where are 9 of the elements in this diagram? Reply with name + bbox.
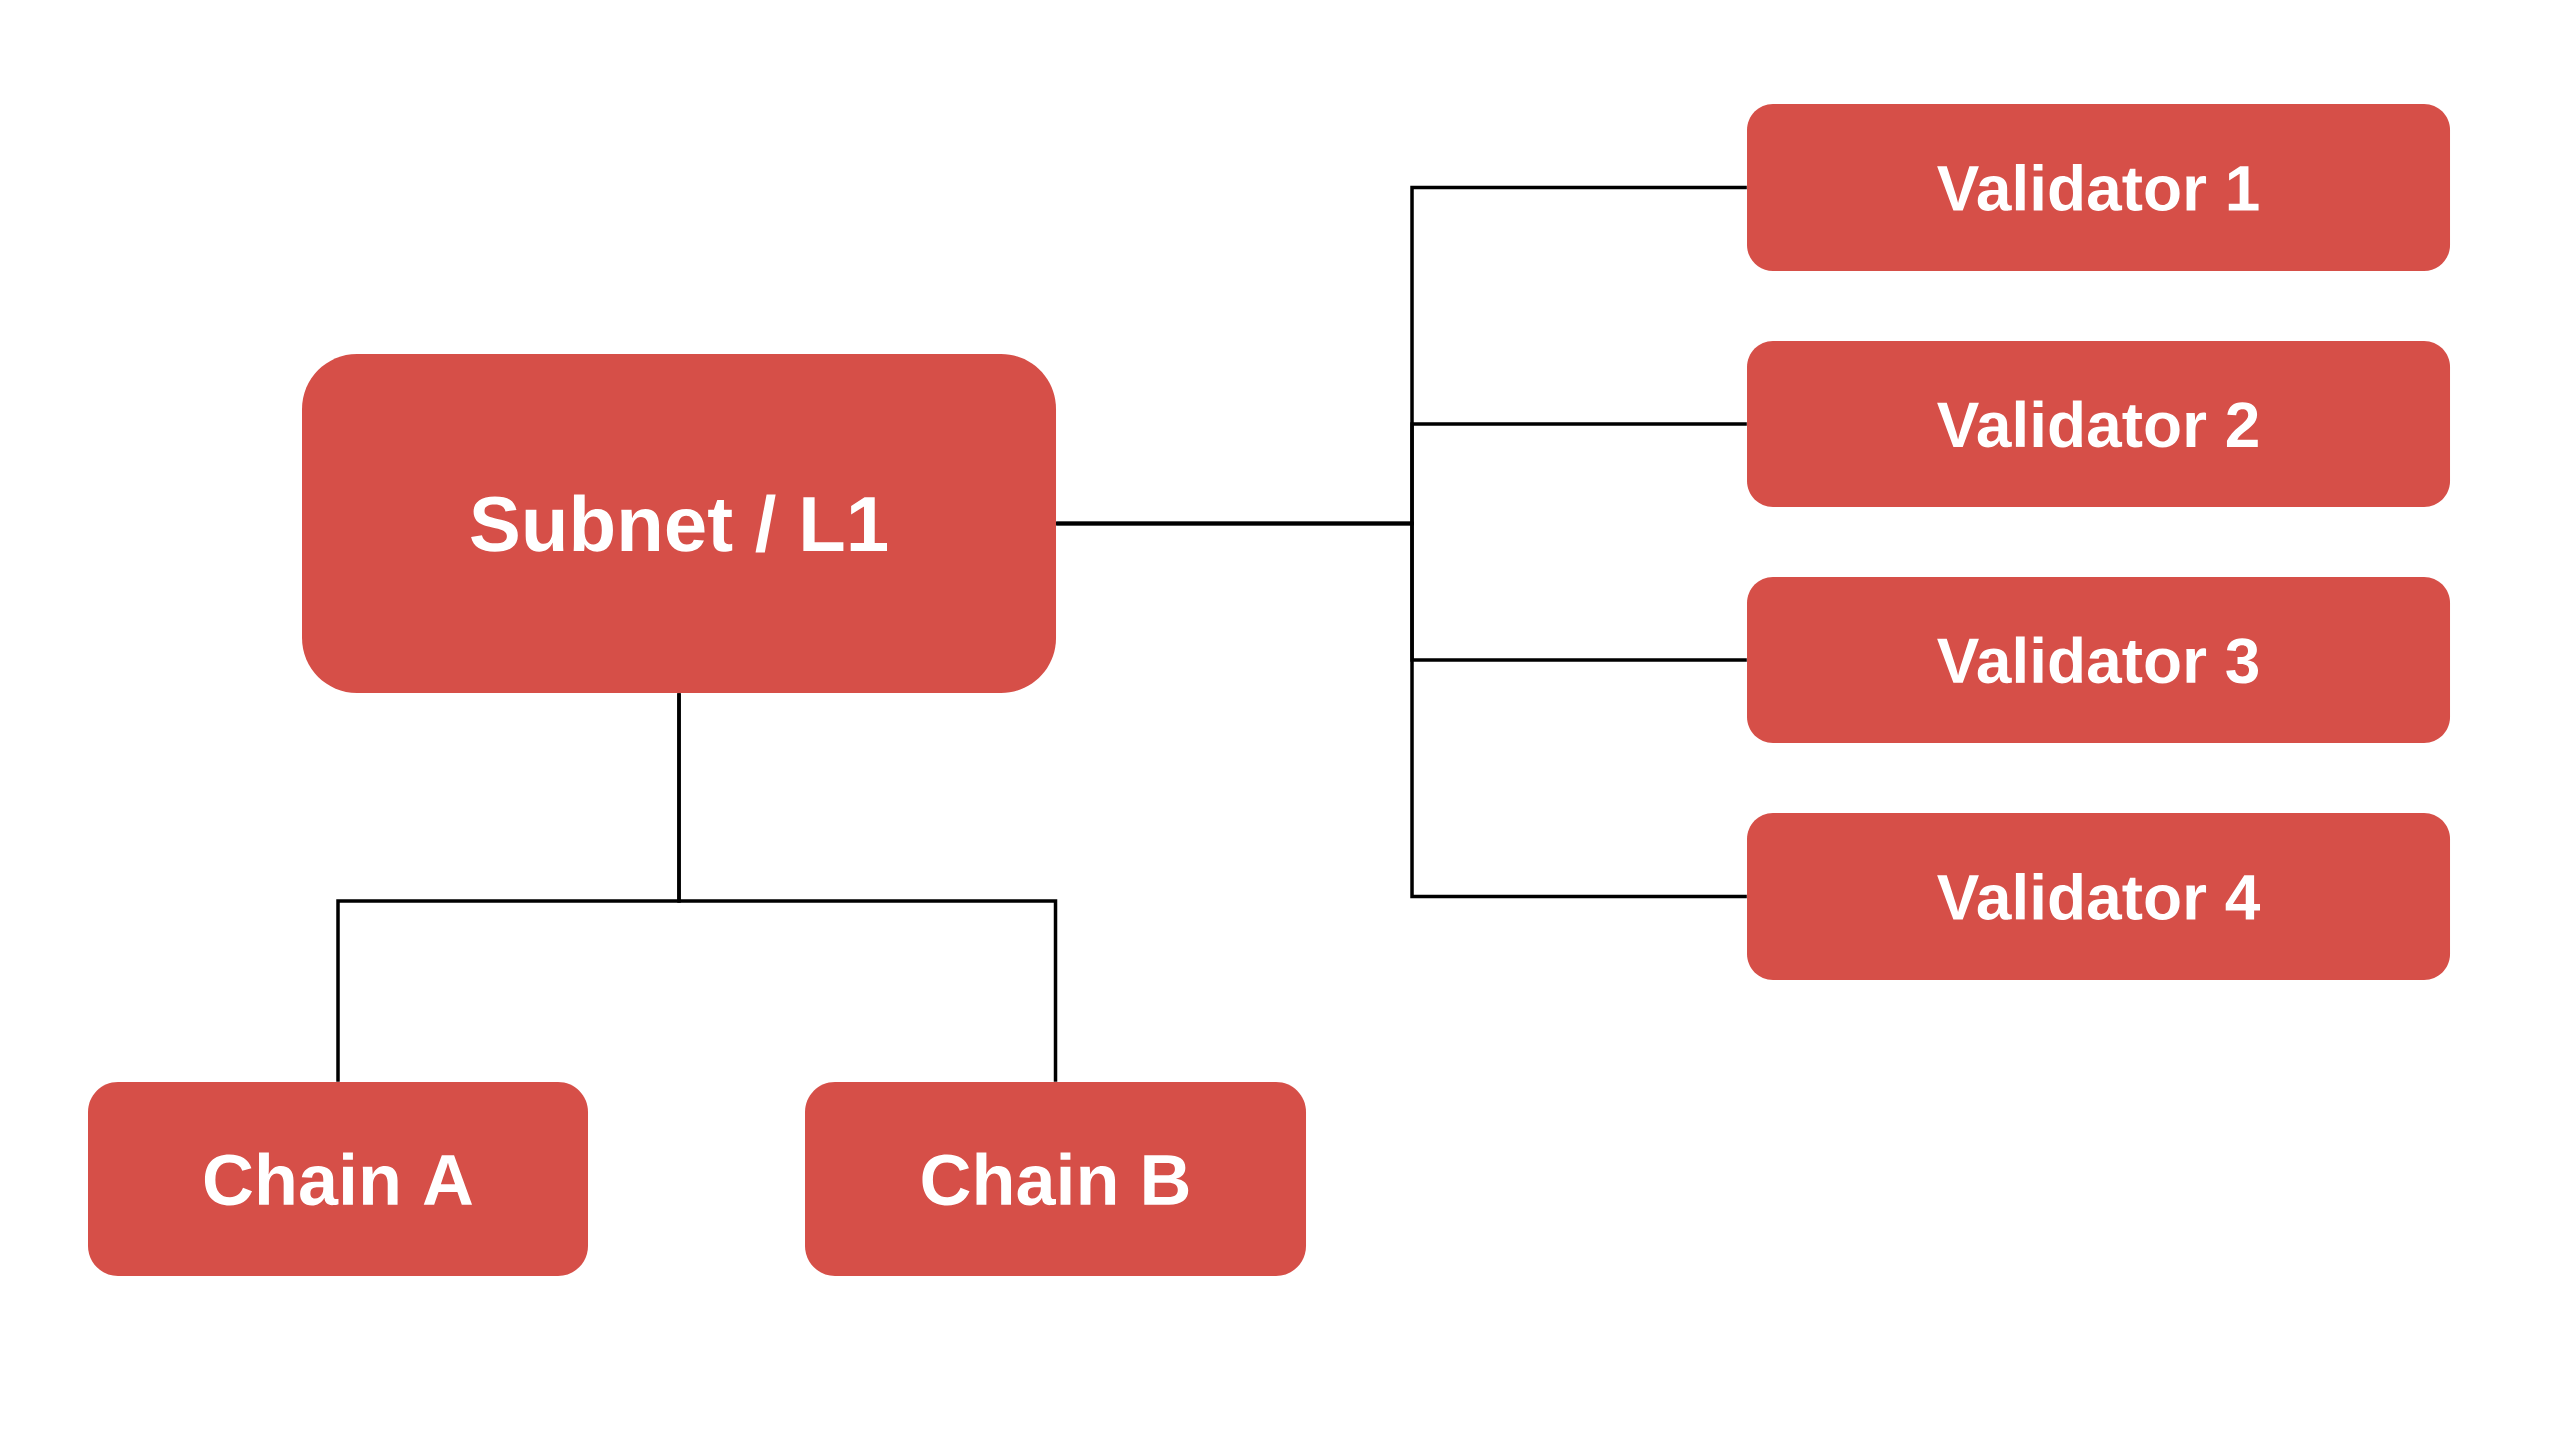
chain-box: Chain B [805,1082,1306,1276]
network-box: Subnet / L1 [302,354,1056,693]
connector-line [677,693,1058,1082]
validator-box: Validator 2 [1747,341,2451,507]
connector-line [1056,521,1747,899]
validator-box: Validator 3 [1747,577,2451,743]
validator-box: Validator 1 [1747,104,2451,271]
chain-box: Chain A [88,1082,588,1276]
validator-box: Validator 4 [1747,813,2451,980]
